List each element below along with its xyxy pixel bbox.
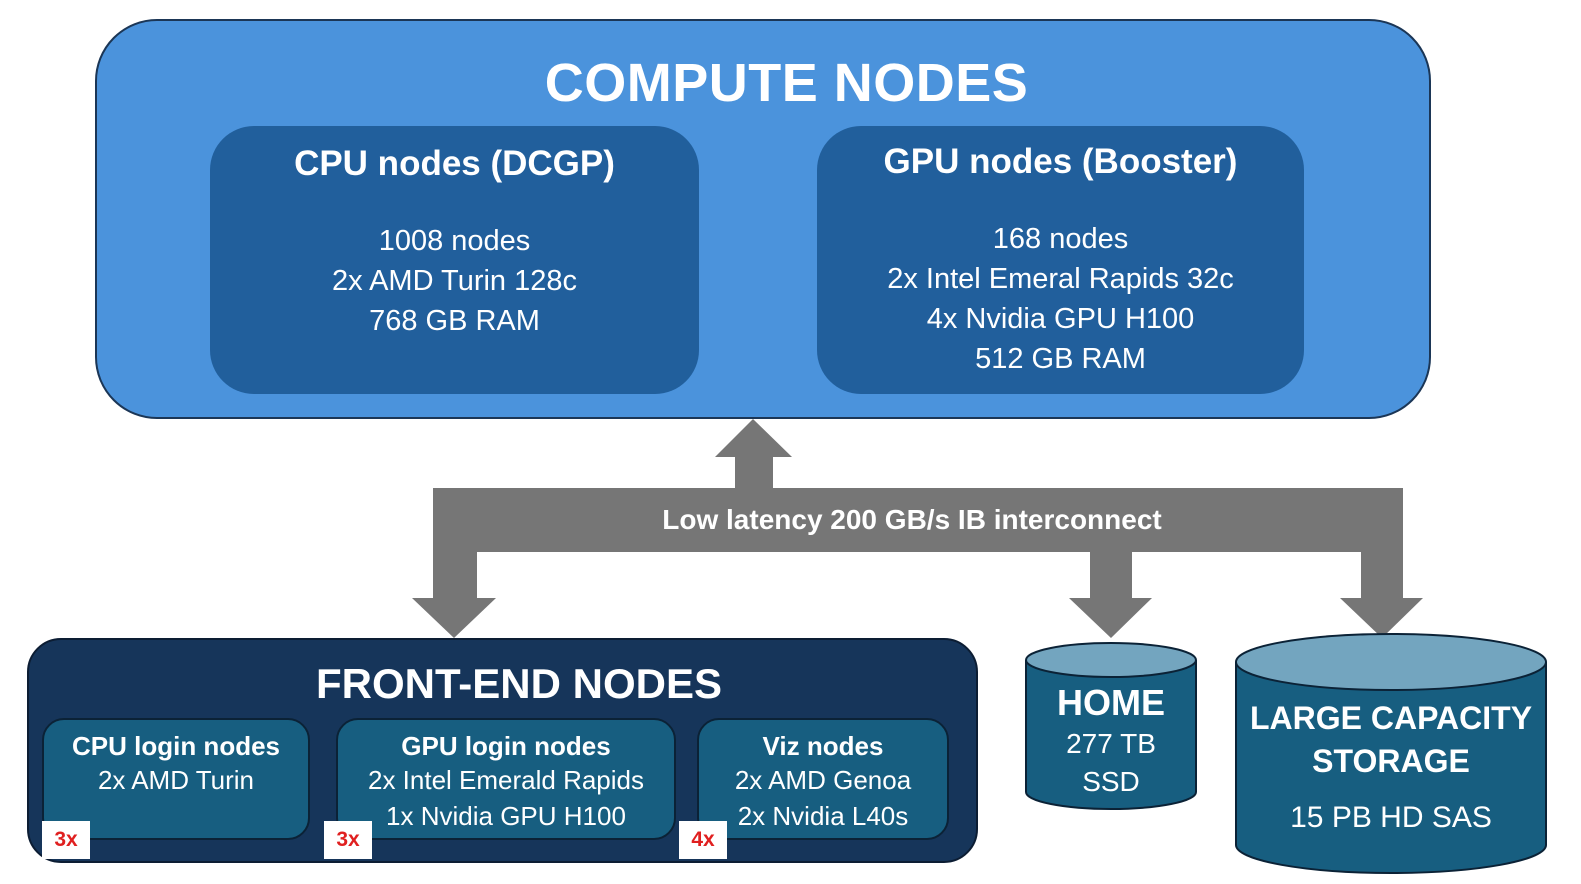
gpu-login-nodes-cpu: 2x Intel Emerald Rapids — [367, 765, 645, 795]
cpu-nodes-ram: 768 GB RAM — [369, 305, 540, 337]
up-arrow-head — [715, 419, 792, 457]
gpu-login-nodes-gpu: 1x Nvidia GPU H100 — [386, 801, 626, 831]
cpu-nodes-title: CPU nodes (DCGP) — [294, 144, 615, 183]
gpu-nodes-processor: 2x Intel Emeral Rapids 32c — [887, 263, 1234, 295]
frontend-arrow-head — [412, 598, 496, 638]
storage-arrow-head — [1340, 598, 1423, 638]
gpu-nodes-title: GPU nodes (Booster) — [883, 142, 1238, 181]
cpu-login-count-badge: 3x — [42, 821, 90, 859]
interconnect-arrows — [412, 419, 1423, 638]
cpu-login-nodes-spec: 2x AMD Turin — [97, 765, 255, 795]
interconnect-label: Low latency 200 GB/s IB interconnect — [662, 504, 1162, 535]
home-storage-label: HOME 277 TB SSD — [1026, 682, 1196, 800]
home-type: SSD — [1082, 766, 1140, 797]
viz-nodes-box: Viz nodes 2x AMD Genoa 2x Nvidia L40s — [697, 718, 949, 840]
gpu-nodes-box: GPU nodes (Booster) 168 nodes 2x Intel E… — [817, 126, 1304, 394]
storage-arrow-shaft — [1361, 550, 1403, 600]
viz-nodes-title: Viz nodes — [762, 731, 884, 761]
home-arrow-head — [1069, 598, 1152, 638]
storage-title-line1: LARGE CAPACITY — [1249, 700, 1533, 736]
cpu-login-nodes-box: CPU login nodes 2x AMD Turin — [42, 718, 310, 840]
home-arrow-shaft — [1090, 550, 1132, 600]
cpu-nodes-count: 1008 nodes — [378, 225, 531, 257]
viz-nodes-cpu: 2x AMD Genoa — [734, 765, 912, 795]
cpu-nodes-box: CPU nodes (DCGP) 1008 nodes 2x AMD Turin… — [210, 126, 699, 394]
gpu-nodes-count: 168 nodes — [992, 223, 1129, 255]
viz-count-badge: 4x — [679, 821, 727, 859]
home-cylinder — [1025, 642, 1197, 810]
storage-cylinder — [1235, 633, 1547, 874]
frontend-arrow-shaft — [433, 550, 477, 600]
large-storage-label: LARGE CAPACITY STORAGE 15 PB HD SAS — [1236, 697, 1546, 835]
cpu-login-nodes-title: CPU login nodes — [72, 731, 280, 761]
gpu-login-nodes-title: GPU login nodes — [401, 731, 611, 761]
storage-title-line2: STORAGE — [1312, 743, 1470, 779]
home-title: HOME — [1057, 682, 1165, 723]
interconnect-bar — [433, 488, 1403, 552]
storage-capacity: 15 PB HD SAS — [1290, 801, 1492, 834]
front-end-nodes-title: FRONT-END NODES — [315, 660, 722, 707]
home-capacity: 277 TB — [1066, 728, 1156, 759]
gpu-login-nodes-box: GPU login nodes 2x Intel Emerald Rapids … — [336, 718, 676, 840]
cpu-nodes-processor: 2x AMD Turin 128c — [332, 265, 577, 297]
gpu-login-count-badge: 3x — [324, 821, 372, 859]
gpu-nodes-gpu: 4x Nvidia GPU H100 — [926, 303, 1195, 335]
gpu-nodes-ram: 512 GB RAM — [975, 343, 1146, 375]
compute-nodes-title: COMPUTE NODES — [544, 53, 1029, 113]
viz-nodes-gpu: 2x Nvidia L40s — [737, 801, 909, 831]
